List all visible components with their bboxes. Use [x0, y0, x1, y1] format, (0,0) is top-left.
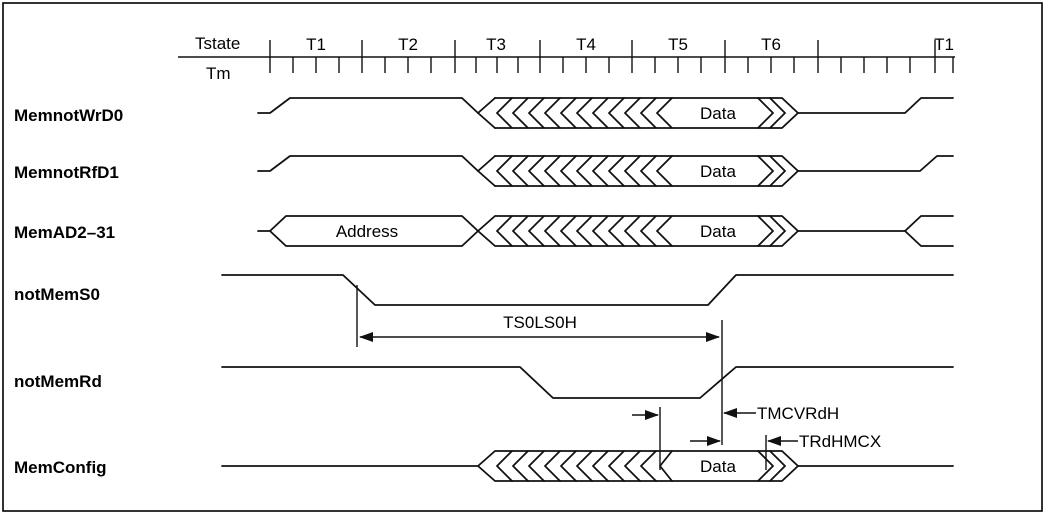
arrow-left-icon [767, 436, 781, 446]
arrow-left-icon [723, 408, 737, 418]
waveform-notmemrd [221, 366, 954, 399]
tstate-label: Tstate [195, 34, 240, 53]
timing-trdhmcx: TRdHMCX [765, 432, 881, 470]
signal-memnotrfd1-label: MemnotRfD1 [14, 163, 119, 182]
memconfig-data-label: Data [700, 457, 736, 476]
tstate-t2-label: T2 [398, 35, 418, 54]
invalid-data-hatch [496, 450, 657, 482]
memad2-31-address-label: Address [336, 222, 398, 241]
signal-memad2-31-label: MemAD2–31 [14, 223, 115, 242]
tstate-t1-label: T1 [306, 35, 326, 54]
signal-notmemrd-label: notMemRd [14, 372, 102, 391]
arrow-right-icon [706, 332, 720, 342]
tstate-t1-next-label: T1 [934, 35, 954, 54]
memad2-31-data-label: Data [700, 222, 736, 241]
arrow-right-icon [645, 410, 659, 420]
invalid-data-hatch [496, 97, 673, 129]
waveform-memnotwrd0: Data [257, 97, 954, 129]
waveform-memnotrfd1: Data [257, 155, 954, 187]
timing-tmcvrdh: TMCVRdH [632, 404, 839, 470]
tstate-t5-label: T5 [668, 35, 688, 54]
invalid-data-hatch [496, 155, 673, 187]
tstate-t6-label: T6 [761, 35, 781, 54]
signal-memnotwrd0-label: MemnotWrD0 [14, 106, 123, 125]
tm-ticks [269, 57, 954, 73]
arrow-right-icon [707, 436, 721, 446]
invalid-data-hatch [496, 215, 673, 247]
waveform-memconfig: Data [221, 450, 954, 482]
waveform-notmems0 [221, 274, 954, 306]
tmcvrdh-label: TMCVRdH [757, 404, 839, 423]
tstate-t3-label: T3 [486, 35, 506, 54]
tm-label: Tm [206, 64, 231, 83]
signal-memconfig-label: MemConfig [14, 458, 107, 477]
memnotwrd0-data-label: Data [700, 104, 736, 123]
arrow-left-icon [359, 332, 373, 342]
waveform-memad2-31: Address Data [257, 215, 954, 247]
tstate-header: Tstate Tm T1 [178, 34, 955, 83]
tstate-t4-label: T4 [576, 35, 596, 54]
ts0ls0h-label: TS0LS0H [503, 313, 577, 332]
signal-notmems0-label: notMemS0 [14, 285, 100, 304]
memnotrfd1-data-label: Data [700, 162, 736, 181]
timing-ts0ls0h: TS0LS0H [356, 285, 723, 445]
trdhmcx-label: TRdHMCX [799, 432, 881, 451]
